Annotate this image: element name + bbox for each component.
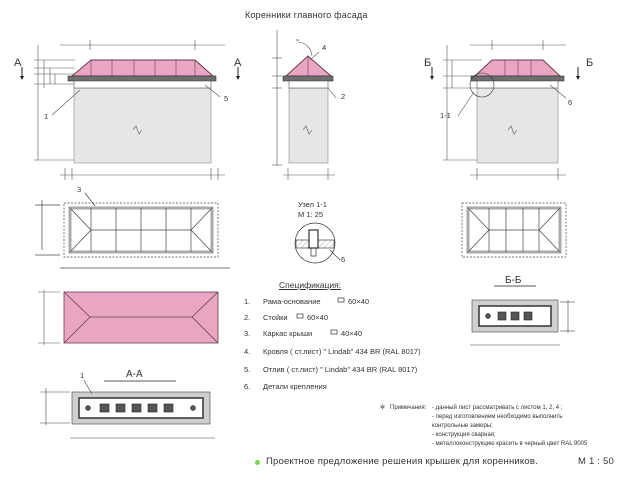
footer-bullet: [255, 460, 260, 465]
callout-1: 1: [44, 112, 49, 121]
spec-text: Рама-основание: [263, 297, 321, 306]
angle-mark: °: [296, 37, 299, 46]
node-label: Узел 1-1: [298, 200, 327, 209]
section-mark-a-right: А: [234, 57, 242, 69]
spec-size: 60×40: [307, 313, 329, 322]
spec-text: Детали крепления: [263, 382, 327, 391]
elevation-right: [430, 40, 580, 180]
spec-num: 2.: [244, 313, 251, 322]
notes-line: - конструкция сварная;: [432, 432, 496, 438]
callout-2: 2: [341, 92, 346, 101]
spec-heading: Спецификация:: [279, 280, 342, 290]
callout-4: 4: [322, 43, 327, 52]
section-mark-b-right: Б: [586, 57, 594, 69]
spec-num: 4.: [244, 347, 251, 356]
section-title-aa: А-А: [126, 369, 143, 380]
section-mark-b-left: Б: [424, 57, 432, 69]
section-title-bb: Б-Б: [505, 275, 522, 286]
section-bb: [470, 285, 575, 346]
notes-line: - перед изготовлением необходимо выполни…: [432, 414, 563, 420]
elevation-left: [20, 40, 240, 180]
footer-title: Проектное предложение решения крышек для…: [266, 456, 538, 467]
node-detail: [294, 222, 341, 264]
spec-text: Стойки: [263, 313, 288, 322]
node-scale: М 1: 25: [298, 210, 324, 219]
sheet-title: Коренники главного фасада: [245, 10, 368, 20]
spec-num: 6.: [244, 382, 251, 391]
callout-3: 3: [77, 185, 82, 194]
callout-1-1: 1-1: [440, 111, 451, 120]
spec-text: Кровля ( ст.лист) " Lindab" 434 BR (RAL …: [263, 347, 421, 356]
roof-plan: [38, 290, 219, 345]
spec-text: Каркас крыши: [263, 329, 313, 338]
frame-plan-right: [461, 202, 567, 258]
spec-size: 60×40: [348, 297, 370, 306]
spec-num: 3.: [244, 329, 251, 338]
callout-6: 6: [568, 98, 573, 107]
frame-plan-left: [35, 192, 230, 269]
spec-size: 40×40: [341, 329, 363, 338]
notes-line: - металлоконструкцию красить в черный цв…: [432, 441, 588, 447]
notes-line: контрольные замеры;: [432, 423, 493, 429]
footer-scale: М 1 : 50: [578, 456, 614, 467]
section-aa: [40, 379, 215, 439]
notes-line: - данный лист рассматривать с листом 1, …: [432, 405, 563, 411]
section-mark-a-left: А: [14, 57, 22, 69]
spec-num: 5.: [244, 365, 251, 374]
callout-6-node: 6: [341, 255, 346, 264]
spec-profile-icons: [296, 297, 345, 335]
elevation-side: [272, 30, 337, 180]
notes-star: ✲: [380, 405, 386, 411]
callout-5: 5: [224, 94, 229, 103]
spec-num: 1.: [244, 297, 251, 306]
callout-1-aa: 1: [80, 371, 85, 380]
spec-text: Отлив ( ст.лист) " Lindab" 434 BR (RAL 8…: [263, 365, 418, 374]
notes-label: Примечания:: [390, 405, 427, 411]
